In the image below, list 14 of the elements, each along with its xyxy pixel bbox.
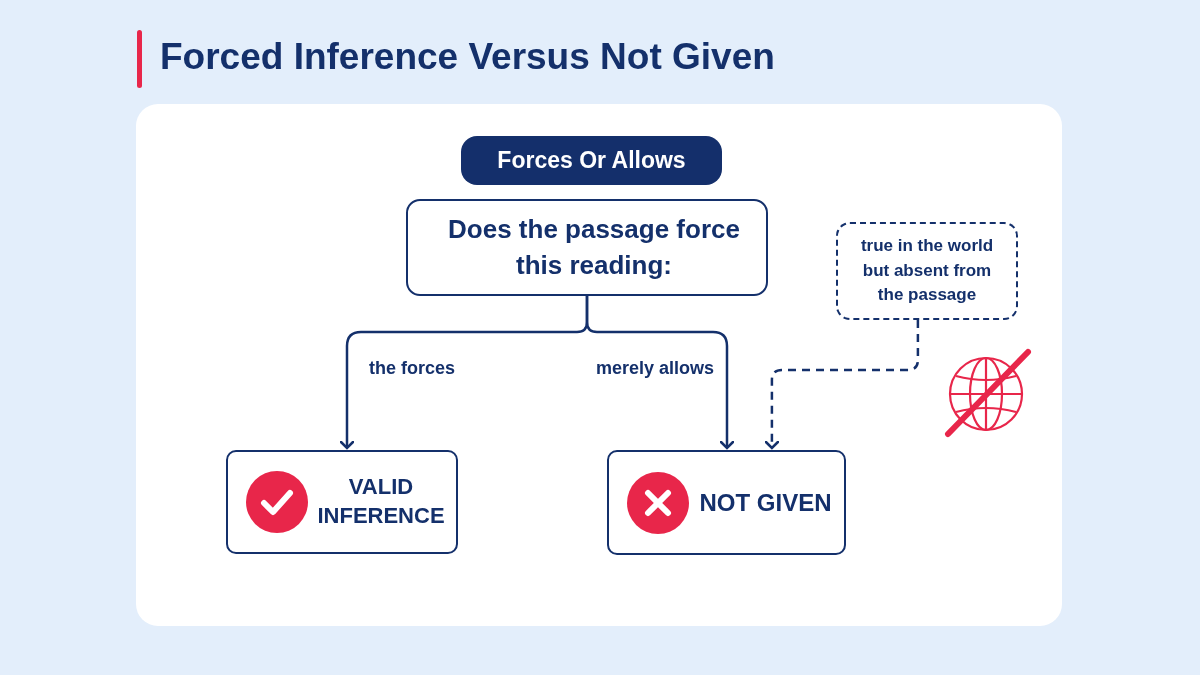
result-box (226, 450, 458, 554)
heading-pill (461, 136, 722, 185)
arrow (764, 320, 920, 450)
node-text: true in the world but absent from the passage (859, 235, 995, 307)
title: Forced Inference Versus Not Given (160, 36, 775, 78)
note-callout (836, 222, 1018, 320)
arrow (585, 296, 735, 450)
result-box (607, 450, 846, 555)
edge-label: merely allows (594, 358, 717, 379)
node-text: VALID INFERENCE (316, 473, 446, 530)
node-text: NOT GIVEN (699, 488, 832, 517)
node-text: Does the passage force this reading: (447, 213, 741, 282)
heading-label: Forces Or Allows (497, 147, 686, 174)
question-box (406, 199, 768, 296)
